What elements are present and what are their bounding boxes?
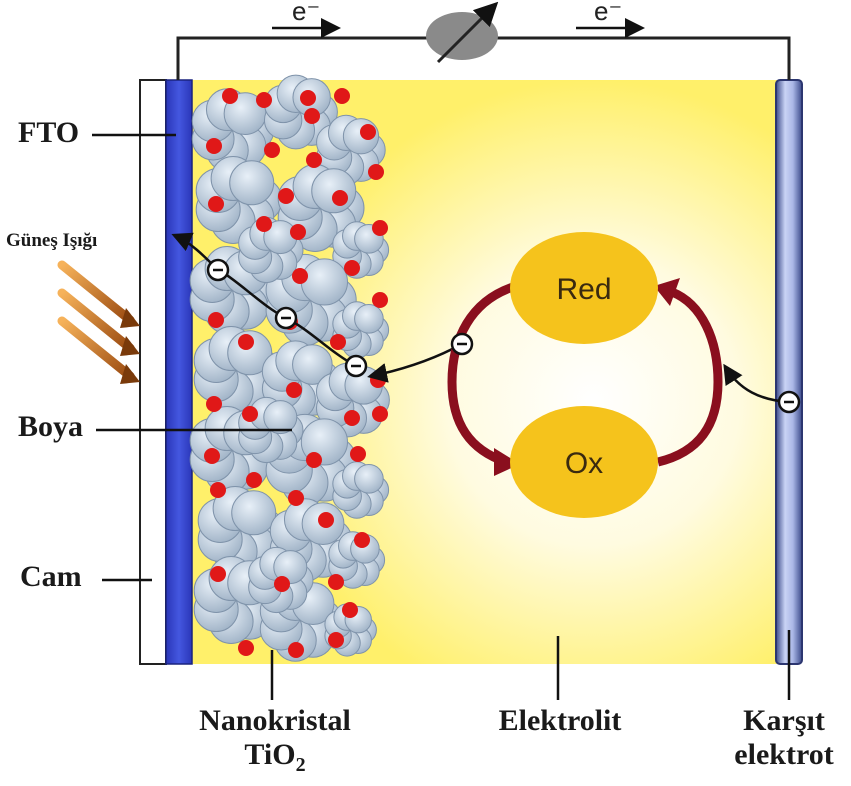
tio2-particle bbox=[195, 156, 283, 244]
dye-particle bbox=[372, 220, 388, 236]
ox-species-label: Ox bbox=[565, 447, 603, 480]
electron-label-right: e⁻ bbox=[594, 0, 622, 26]
dye-particle bbox=[256, 216, 272, 232]
dye-particle bbox=[286, 382, 302, 398]
dye-particle bbox=[238, 334, 254, 350]
tio2-label: Nanokristal TiO2 bbox=[180, 704, 370, 782]
glass-label: Cam bbox=[20, 560, 82, 593]
fto-label: FTO bbox=[18, 116, 80, 149]
glass-layer bbox=[139, 79, 167, 665]
tio2-label-line1: Nanokristal bbox=[199, 704, 351, 737]
counter-electrode-label: Karşıt elektrot bbox=[720, 704, 848, 772]
dye-particle bbox=[206, 138, 222, 154]
tio2-particle bbox=[332, 461, 390, 519]
dye-particle bbox=[360, 124, 376, 140]
dye-particle bbox=[210, 566, 226, 582]
dye-particle bbox=[318, 512, 334, 528]
dye-particle bbox=[288, 490, 304, 506]
electron-minus-icon bbox=[206, 258, 230, 282]
tio2-particle bbox=[332, 301, 390, 359]
ox-species-oval bbox=[510, 406, 658, 518]
dye-particle bbox=[368, 164, 384, 180]
dye-particle bbox=[344, 410, 360, 426]
dye-particle bbox=[350, 446, 366, 462]
dye-particle bbox=[274, 576, 290, 592]
tio2-label-line2: TiO2 bbox=[180, 738, 370, 782]
electron-symbols bbox=[206, 258, 801, 414]
dye-particle bbox=[372, 292, 388, 308]
dye-particle bbox=[330, 334, 346, 350]
dye-particle bbox=[278, 188, 294, 204]
sunlight-rays-icon bbox=[57, 260, 140, 384]
dye-particle bbox=[328, 574, 344, 590]
counter-label-line1: Karşıt bbox=[743, 704, 825, 737]
dye-particle bbox=[332, 190, 348, 206]
counter-electrode bbox=[775, 79, 803, 665]
dye-particle bbox=[290, 224, 306, 240]
dye-particle bbox=[344, 260, 360, 276]
dye-particle bbox=[300, 90, 316, 106]
counter-label-line2: elektrot bbox=[734, 738, 834, 771]
redox-arc-left-arrowhead bbox=[494, 448, 520, 476]
red-species-label: Red bbox=[556, 273, 611, 306]
dye-particle bbox=[206, 396, 222, 412]
electron-injection-path bbox=[171, 232, 357, 368]
tio2-formula: TiO bbox=[244, 738, 296, 771]
electrolyte-label: Elektrolit bbox=[498, 704, 622, 737]
dye-particle bbox=[246, 472, 262, 488]
tio2-particle bbox=[263, 74, 338, 150]
redox-arc-right-arrowhead bbox=[654, 278, 680, 306]
tio2-particle bbox=[328, 531, 386, 589]
external-circuit-wire bbox=[176, 36, 791, 80]
dye-particle bbox=[372, 406, 388, 422]
dye-particle bbox=[328, 632, 344, 648]
dye-label: Boya bbox=[18, 410, 84, 443]
dye-particle bbox=[334, 88, 350, 104]
dye-particle bbox=[208, 196, 224, 212]
dye-particle bbox=[242, 406, 258, 422]
dye-particle bbox=[288, 642, 304, 658]
dye-particle bbox=[306, 452, 322, 468]
dye-particle bbox=[210, 482, 226, 498]
electron-minus-icon bbox=[344, 354, 368, 378]
tio2-subscript: 2 bbox=[295, 754, 306, 776]
dye-particles bbox=[204, 88, 388, 658]
dye-particle bbox=[222, 88, 238, 104]
redox-arc-right-icon bbox=[656, 287, 723, 467]
dye-particle bbox=[256, 92, 272, 108]
tio2-particle bbox=[238, 216, 304, 284]
sunlight-label: Güneş Işığı bbox=[6, 230, 98, 251]
redox-arc-left-icon bbox=[447, 281, 518, 467]
dye-particle bbox=[306, 152, 322, 168]
dye-particle bbox=[238, 640, 254, 656]
dye-particle bbox=[292, 268, 308, 284]
electron-minus-icon bbox=[777, 390, 801, 414]
electron-minus-icon bbox=[450, 332, 474, 356]
dye-particle bbox=[264, 142, 280, 158]
electron-label-left: e⁻ bbox=[292, 0, 320, 26]
dye-particle bbox=[204, 448, 220, 464]
dye-particle bbox=[354, 532, 370, 548]
electron-minus-icon bbox=[274, 306, 298, 330]
dye-particle bbox=[304, 108, 320, 124]
dye-particle bbox=[208, 312, 224, 328]
fto-layer bbox=[165, 79, 193, 665]
dye-particle bbox=[342, 602, 358, 618]
red-species-oval bbox=[510, 232, 658, 344]
variable-resistor-arrow-icon bbox=[436, 1, 499, 64]
